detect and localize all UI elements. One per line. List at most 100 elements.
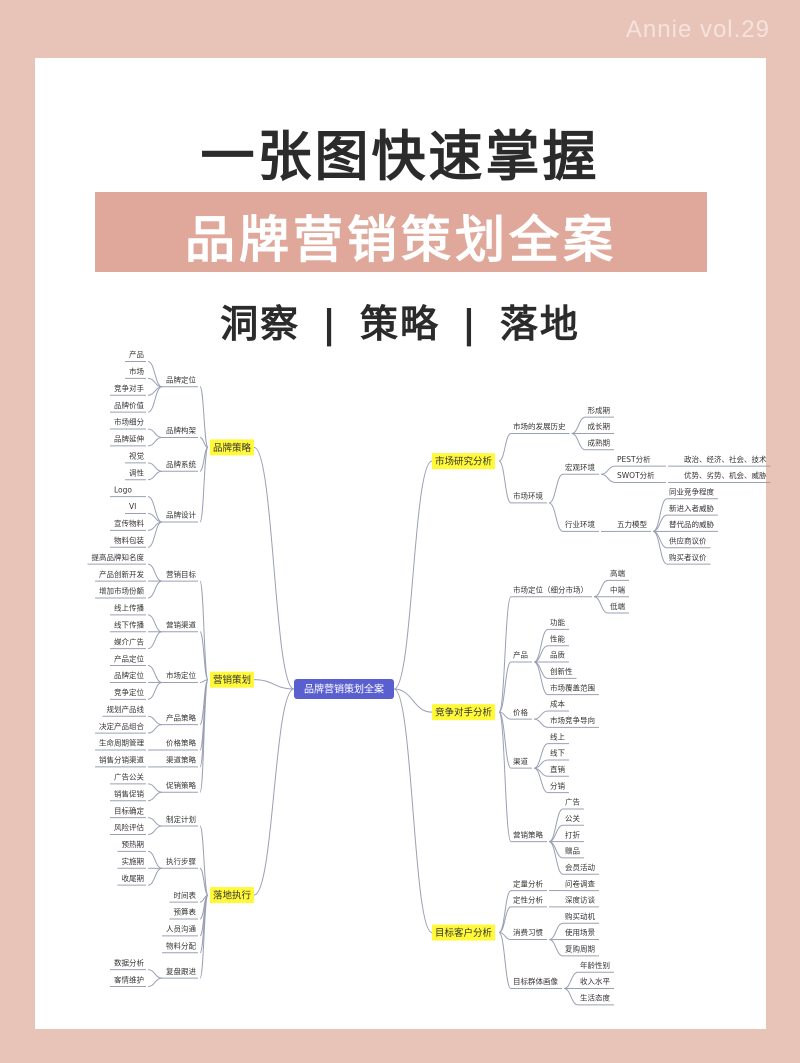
- mindmap-node: 功能: [550, 617, 565, 627]
- connector-line: [199, 867, 209, 896]
- connector-line: [199, 436, 209, 448]
- connector-line: [147, 715, 163, 726]
- mindmap-node: 销售分销渠道: [99, 755, 144, 765]
- mindmap-node: 营销目标: [166, 569, 196, 579]
- title-banner: [95, 192, 707, 272]
- connector-line: [147, 969, 163, 979]
- mindmap-node: PEST分析: [617, 454, 651, 464]
- mindmap-node: 购买者议价: [669, 552, 707, 562]
- mindmap-node: 打折: [565, 829, 580, 839]
- mindmap-node: 品牌价值: [114, 400, 144, 410]
- mindmap-node: 产品: [513, 650, 528, 660]
- connector-line: [498, 661, 512, 713]
- connector-line: [253, 679, 295, 690]
- mindmap-node: 品牌定位: [166, 374, 196, 384]
- connector-line: [548, 922, 564, 941]
- branch-node: 品牌策略: [213, 442, 252, 454]
- connector-line: [563, 971, 579, 990]
- mindmap-node: 低端: [610, 601, 625, 611]
- mindmap-node: 竞争定位: [114, 687, 144, 697]
- connector-line: [533, 718, 549, 728]
- mindmap-node: 产品定位: [114, 653, 144, 663]
- connector-line: [147, 428, 163, 438]
- connector-line: [533, 661, 549, 696]
- mindmap-node: 规划产品线: [107, 704, 145, 714]
- mindmap-node: 线下: [550, 748, 565, 758]
- connector-line: [147, 850, 163, 869]
- connector-line: [393, 688, 433, 713]
- connector-line: [593, 579, 609, 598]
- subtitle-item: 洞察: [220, 302, 301, 346]
- subtitle-item: 策略: [359, 302, 440, 346]
- connector-line: [147, 386, 163, 413]
- mindmap-node: 复购周期: [565, 944, 595, 954]
- branch-node: 目标客户分析: [435, 927, 493, 939]
- page-title-highlight: 品牌营销策划全案: [185, 211, 617, 269]
- mindmap-node: 问卷调查: [565, 878, 595, 888]
- mindmap-node: 调性: [129, 467, 144, 477]
- connector-line: [147, 436, 163, 447]
- mindmap-node: 性能: [550, 633, 565, 643]
- connector-line: [147, 783, 163, 793]
- mindmap-node: 视觉: [129, 451, 144, 461]
- connector-line: [393, 460, 433, 690]
- mindmap-node: 宏观环境: [565, 462, 595, 472]
- mindmap-node: 复盘跟进: [166, 966, 196, 976]
- mindmap-node: Logo: [114, 485, 132, 494]
- mindmap-node: 购买动机: [565, 911, 595, 921]
- connector-line: [498, 932, 512, 990]
- connector-line: [652, 530, 668, 549]
- connector-line: [199, 631, 209, 681]
- mindmap-node: 增加市场份额: [99, 586, 144, 596]
- mindmap-node: 替代品的威胁: [669, 519, 714, 529]
- mindmap-node: 成长期: [588, 421, 611, 431]
- connector-line: [533, 661, 549, 679]
- branch-highlight: [432, 453, 495, 470]
- connector-line: [147, 580, 163, 599]
- connector-line: [199, 386, 209, 448]
- connector-line: [147, 665, 163, 683]
- mindmap-node: 目标确定: [114, 805, 144, 815]
- mindmap-node: 产品策略: [166, 712, 196, 722]
- mindmap-node: 中端: [610, 584, 625, 594]
- mindmap-node: 媒介广告: [114, 636, 144, 646]
- connector-line: [498, 711, 512, 843]
- mindmap-node: 物料包装: [114, 535, 144, 545]
- mindmap-node: 预热期: [122, 839, 145, 849]
- connector-line: [147, 521, 163, 548]
- connector-line: [548, 502, 564, 532]
- watermark: Annie vol.29: [625, 16, 770, 43]
- connector-line: [498, 460, 512, 504]
- root-node: [294, 679, 394, 699]
- connector-line: [147, 681, 163, 700]
- mindmap-node: 线上传播: [114, 603, 144, 613]
- connector-line: [147, 825, 163, 835]
- mindmap-node: 市场的发展历史: [513, 421, 566, 431]
- mindmap-node: 成熟期: [588, 438, 611, 448]
- mindmap-node: 优势、劣势、机会、威胁: [684, 470, 767, 480]
- connector-line: [498, 711, 512, 720]
- connector-line: [498, 906, 512, 934]
- mindmap-node: 赠品: [565, 846, 580, 856]
- connector-line: [533, 767, 549, 794]
- mindmap-node: 创新性: [550, 666, 573, 676]
- branch-node: 竞争对手分析: [435, 707, 493, 719]
- mindmap-node: 同业竞争程度: [669, 486, 714, 496]
- mindmap-node: 定量分析: [513, 878, 543, 888]
- connector-line: [600, 465, 616, 475]
- connector-line: [253, 446, 295, 690]
- mindmap-node: 市场竞争导向: [550, 715, 595, 725]
- connector-line: [498, 432, 512, 462]
- mindmap-node: 线上: [550, 731, 565, 741]
- mindmap-node: 价格策略: [166, 738, 196, 748]
- mindmap-node: 数据分析: [114, 957, 144, 967]
- connector-line: [147, 817, 163, 827]
- connector-line: [600, 473, 616, 483]
- mindmap-node: 品牌系统: [166, 459, 196, 469]
- connector-line: [253, 688, 295, 896]
- connector-line: [147, 867, 163, 886]
- branch-highlight: [210, 439, 254, 456]
- mindmap-node: 目标群体画像: [513, 976, 558, 986]
- mindmap-node: 促销策略: [166, 780, 196, 790]
- mindmap-node: 市场定位（细分市场）: [513, 584, 588, 594]
